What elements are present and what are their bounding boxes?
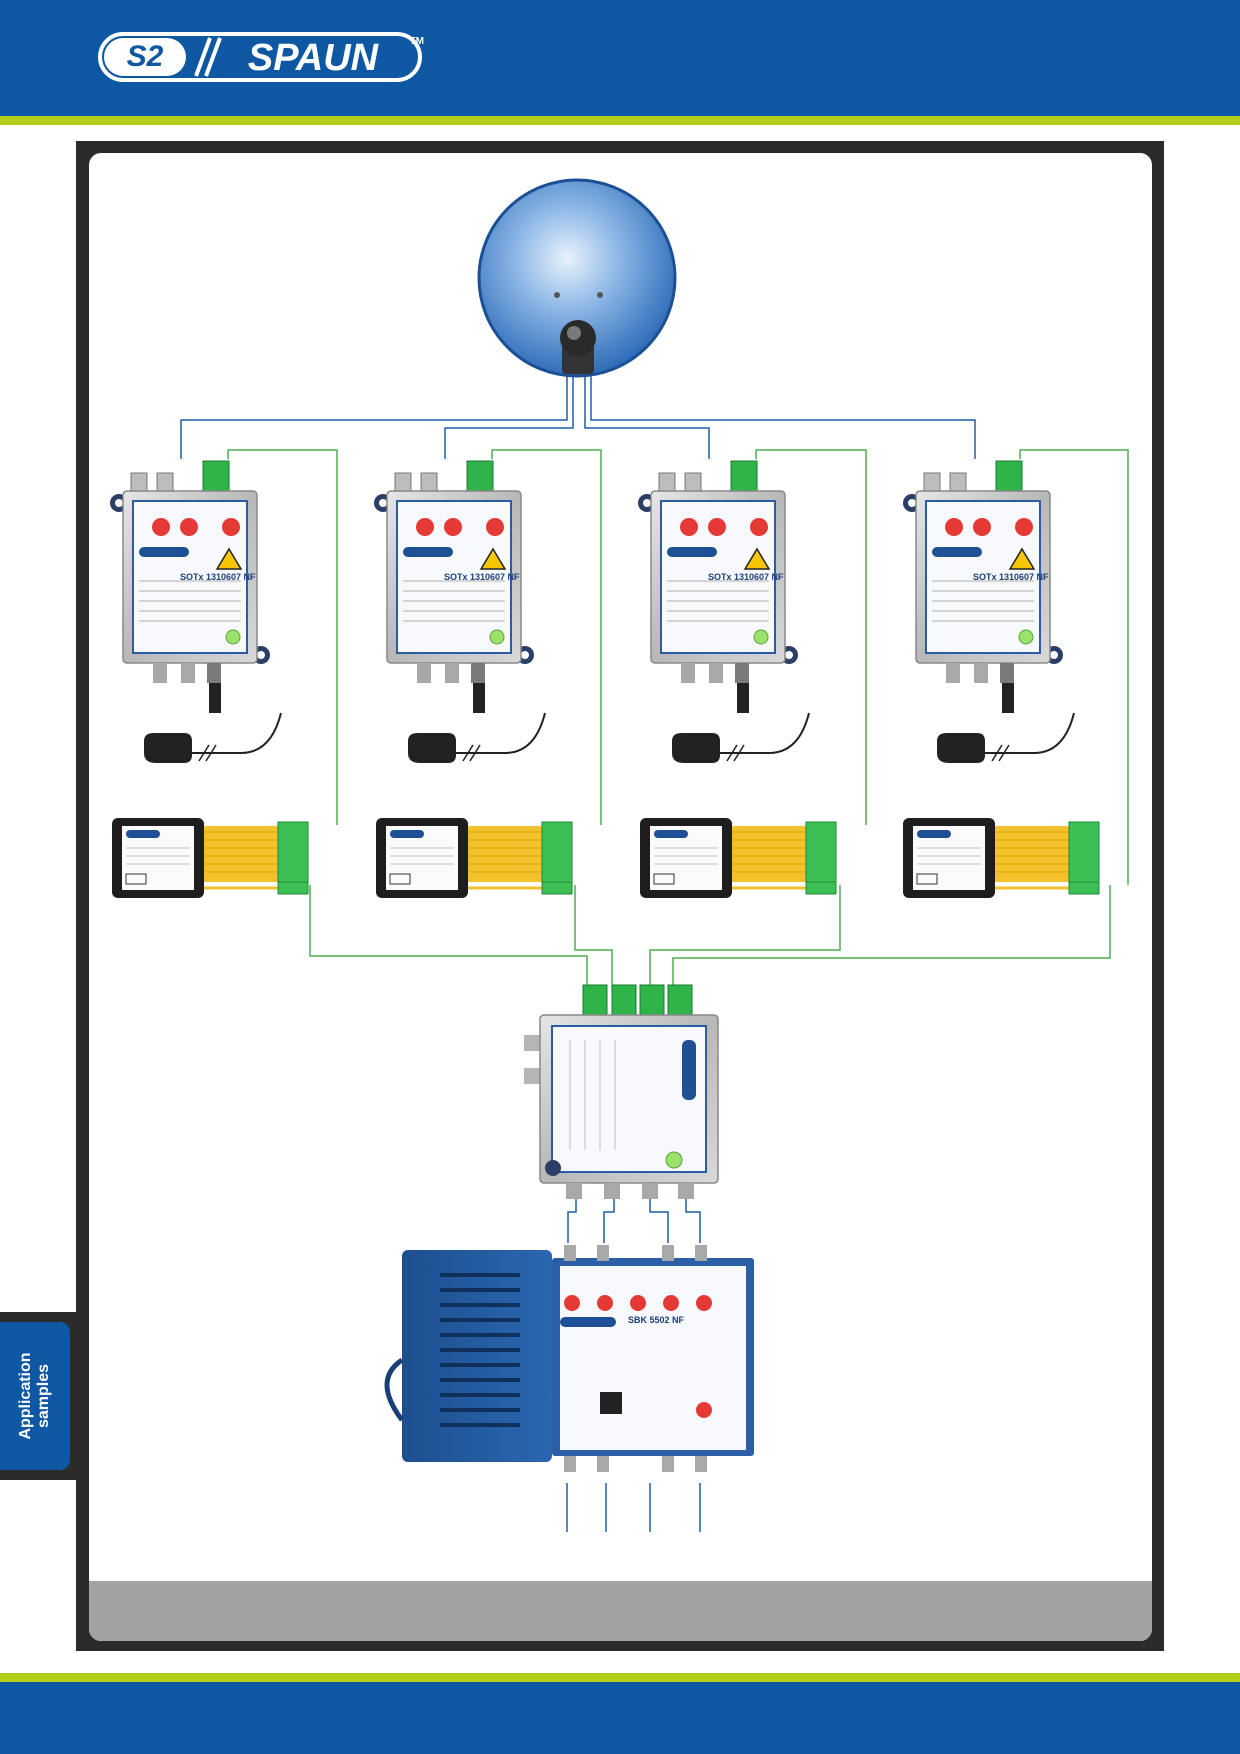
side-tab-line2: samples <box>35 1363 52 1429</box>
side-tab-line1: Application <box>17 1352 34 1440</box>
footer-accent-line <box>0 1673 1240 1682</box>
optical-transmitter-4 <box>902 460 1075 764</box>
optical-splitter-2 <box>374 816 574 900</box>
transmitter-3-model: SOTx 1310607 NF <box>708 572 784 582</box>
multiswitch-model: SBK 5502 NF <box>628 1315 685 1325</box>
spaun-logo: S2 SPAUN TM <box>98 32 424 82</box>
coax-lines-lnb <box>180 370 976 459</box>
fiber-lines <box>227 449 1129 985</box>
optical-transmitter-3 <box>637 460 810 764</box>
side-tab: Application samples <box>0 1312 76 1480</box>
optical-splitter-3 <box>638 816 838 900</box>
optical-splitter-1 <box>110 816 310 900</box>
side-tab-inner: Application samples <box>0 1322 70 1470</box>
logo-text: SPAUN <box>248 37 380 79</box>
optical-transmitter-2 <box>373 460 546 764</box>
transmitter-2-model: SOTx 1310607 NF <box>444 572 520 582</box>
optical-transmitter-1 <box>109 460 282 764</box>
logo-mark: S2 <box>127 40 164 73</box>
optical-splitter-4 <box>901 816 1101 900</box>
header-bar <box>0 0 1240 116</box>
transmitter-1-model: SOTx 1310607 NF <box>180 572 256 582</box>
coax-lines-switch <box>566 1195 701 1532</box>
header-accent-line <box>0 116 1240 125</box>
satellite-dish <box>477 178 677 378</box>
panel-footer-band <box>89 1581 1152 1641</box>
optical-receiver <box>524 984 719 1199</box>
transmitter-4-model: SOTx 1310607 NF <box>973 572 1049 582</box>
multiswitch-sbk-5502 <box>384 1245 754 1472</box>
side-tab-label: Application samples <box>17 1352 53 1439</box>
trademark: TM <box>410 36 424 47</box>
footer-bar <box>0 1682 1240 1754</box>
